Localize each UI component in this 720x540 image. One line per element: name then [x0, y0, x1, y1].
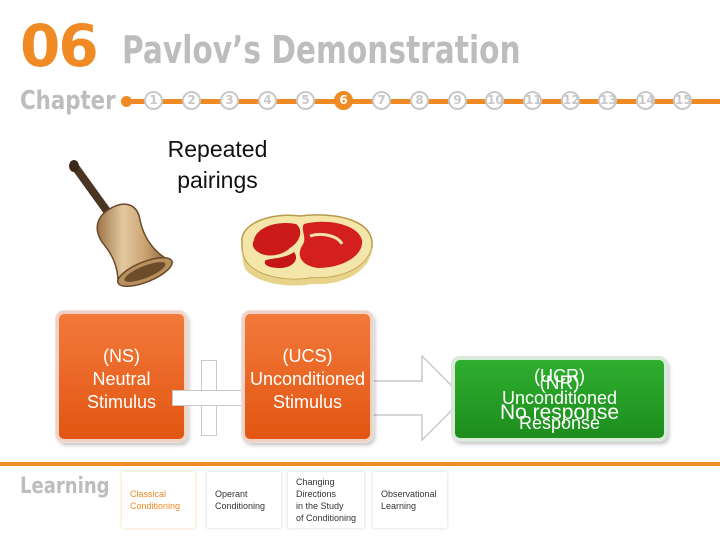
bell-illustration: [68, 158, 198, 298]
footer-divider: [0, 462, 720, 466]
chapter-number: 06: [20, 14, 97, 78]
plus-sign-center: [202, 391, 216, 405]
chapter-nav-item-9[interactable]: 9: [448, 91, 467, 110]
tab-classical-conditioning[interactable]: Classical Conditioning: [122, 472, 195, 528]
chapter-nav-item-7[interactable]: 7: [372, 91, 391, 110]
chapter-nav-item-2[interactable]: 2: [182, 91, 201, 110]
tab-observational-learning[interactable]: Observational Learning: [373, 472, 447, 528]
chapter-nav-item-5[interactable]: 5: [296, 91, 315, 110]
footer-section-label: Learning: [20, 474, 110, 499]
tab-operant-conditioning[interactable]: Operant Conditioning: [207, 472, 281, 528]
chapter-nav-item-3[interactable]: 3: [220, 91, 239, 110]
unconditioned-stimulus-box: (UCS) Unconditioned Stimulus: [242, 311, 373, 442]
page-title: Pavlov’s Demonstration: [122, 28, 521, 72]
chapter-nav-item-14[interactable]: 14: [636, 91, 655, 110]
chapter-nav-item-10[interactable]: 10: [485, 91, 504, 110]
steak-illustration: [230, 206, 380, 288]
neutral-stimulus-box: (NS) Neutral Stimulus: [56, 311, 187, 442]
tab-changing-directions[interactable]: Changing Directions in the Study of Cond…: [288, 472, 364, 528]
chapter-nav-item-6[interactable]: 6: [334, 91, 353, 110]
chapter-nav-item-8[interactable]: 8: [410, 91, 429, 110]
chapter-nav-item-11[interactable]: 11: [523, 91, 542, 110]
chapter-nav-item-1[interactable]: 1: [144, 91, 163, 110]
chapter-label: Chapter: [20, 86, 116, 116]
chapter-nav-item-12[interactable]: 12: [561, 91, 580, 110]
response-label: Response: [452, 413, 667, 433]
chapter-nav-item-15[interactable]: 15: [673, 91, 692, 110]
chapter-nav-item-13[interactable]: 13: [598, 91, 617, 110]
chapter-nav-item-4[interactable]: 4: [258, 91, 277, 110]
chapter-nav-start-dot: [121, 96, 132, 107]
